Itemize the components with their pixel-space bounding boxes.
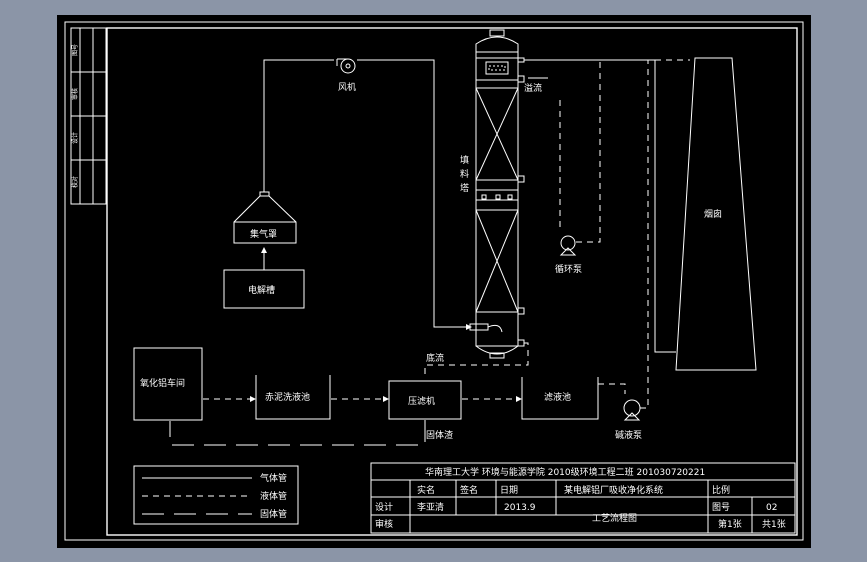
workshop: 氧化铝车间 [133, 347, 203, 421]
packed-tower: 填 料 塔 [460, 29, 525, 359]
tower-label-char: 填 [460, 154, 469, 166]
solid-residue-label: 固体渣 [426, 429, 453, 441]
col-signature: 签名 [460, 484, 478, 496]
drawing-no-label: 图号 [712, 502, 730, 513]
electrolysis-cell: 电解槽 [223, 247, 305, 309]
drawing-no: 02 [766, 503, 777, 513]
tower-label-char: 料 [460, 168, 469, 180]
design-label: 设计 [375, 501, 393, 513]
red-mud-tank-label: 赤泥洗液池 [265, 391, 310, 403]
gas-collector-hood: 集气罩 [233, 191, 297, 244]
red-mud-tank: 赤泥洗液池 [255, 375, 331, 420]
project-title: 某电解铝厂吸收净化系统 [564, 484, 663, 496]
circulation-pump-label: 循环泵 [555, 263, 582, 275]
inner-frame [106, 27, 798, 536]
fan-label: 风机 [338, 81, 356, 93]
review-label: 审核 [375, 518, 393, 530]
filter-press: 压滤机 [388, 380, 462, 420]
title-header: 华南理工大学 环境与能源学院 2010级环境工程二班 201030720221 [425, 466, 705, 478]
scale-label: 比例 [712, 484, 730, 496]
designer: 李亚清 [417, 501, 444, 513]
col-real-name: 实名 [417, 484, 435, 496]
solid-pipes: 固体渣 [169, 420, 453, 446]
tower-label-char: 塔 [460, 182, 469, 194]
liquid-pipes [203, 60, 649, 409]
filter-press-label: 压滤机 [408, 395, 435, 407]
outer-frame [64, 21, 804, 541]
sheet-number: 第1张 [718, 518, 742, 530]
overflow-label: 溢流 [524, 82, 542, 94]
sidebar-label: 图号 [72, 44, 79, 56]
bottom-flow-label: 底流 [426, 352, 444, 364]
alkali-pump-icon [623, 399, 641, 417]
fan-icon: 风机 [336, 58, 356, 93]
sidebar-label: 校对 [71, 176, 79, 188]
legend-gas: 气体管 [260, 472, 287, 484]
chimney: 烟囱 [675, 57, 757, 371]
filtrate-tank-label: 滤液池 [544, 391, 571, 403]
alkali-pump: 碱液泵 [615, 399, 642, 441]
electrolysis-label: 电解槽 [248, 284, 275, 296]
sidebar-label: 审核 [71, 88, 79, 100]
col-date: 日期 [500, 485, 518, 496]
title-block: 华南理工大学 环境与能源学院 2010级环境工程二班 201030720221 … [370, 462, 796, 534]
collector-label: 集气罩 [250, 228, 277, 240]
legend: 气体管 液体管 固体管 [133, 465, 299, 525]
sidebar-table: 图号 审核 设计 校对 [70, 27, 107, 205]
legend-solid: 固体管 [260, 508, 287, 520]
alkali-pump-label: 碱液泵 [615, 429, 642, 441]
date: 2013.9 [504, 503, 536, 513]
workshop-label: 氧化铝车间 [140, 377, 185, 389]
sidebar-label: 设计 [71, 132, 79, 144]
gas-pipes [263, 59, 676, 353]
circulation-loop: 溢流 循环泵 底流 [424, 59, 690, 377]
circulation-pump-icon [560, 235, 576, 251]
drawing-title: 工艺流程图 [592, 512, 637, 524]
chimney-label: 烟囱 [704, 208, 722, 220]
sheet-total: 共1张 [762, 519, 786, 530]
filtrate-tank: 滤液池 [521, 377, 599, 420]
legend-liquid: 液体管 [260, 490, 287, 502]
